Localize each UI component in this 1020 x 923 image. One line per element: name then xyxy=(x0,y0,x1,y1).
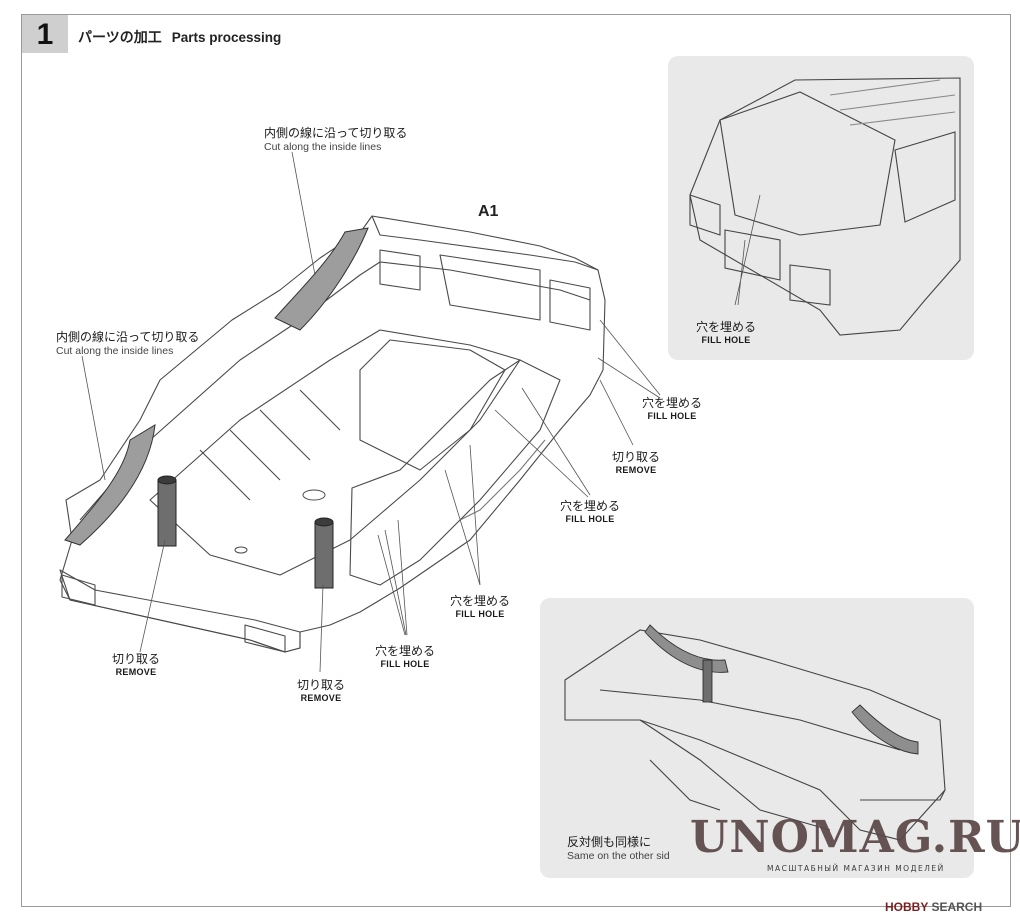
label-fill-inset-en: FILL HOLE xyxy=(701,335,751,345)
label-fill-right-jp: 穴を埋める xyxy=(642,396,703,410)
tail-lamp-right xyxy=(549,279,591,331)
label-remove-bottom-jp: 切り取る xyxy=(297,678,346,692)
step-number: 1 xyxy=(22,15,68,53)
label-fill-inset-jp: 穴を埋める xyxy=(696,320,757,334)
label-fill-inset: 穴を埋める FILL HOLE xyxy=(696,318,756,345)
section-title-jp: パーツの加工 xyxy=(78,30,162,46)
floor-ribs xyxy=(199,389,341,501)
label-fill-bottom-jp: 穴を埋める xyxy=(375,644,436,658)
source-text: SEARCH xyxy=(931,900,983,914)
part-id-label: A1 xyxy=(478,203,499,220)
inset-rear-view xyxy=(668,56,974,360)
leader-fill-right-2 xyxy=(597,357,661,399)
label-fill-mid-jp: 穴を埋める xyxy=(560,499,621,513)
rocker-panel xyxy=(349,359,561,586)
inset-other-side-body xyxy=(564,629,946,841)
floor-hole xyxy=(302,489,326,501)
label-same-other-side-jp: 反対側も同様に xyxy=(567,835,652,849)
label-fill-mid-en: FILL HOLE xyxy=(565,514,615,524)
label-fill-right-en: FILL HOLE xyxy=(647,411,697,421)
leader-remove-bottom xyxy=(319,584,324,673)
underbody-arc xyxy=(459,439,546,521)
headlight-right xyxy=(244,624,286,653)
front-bumper xyxy=(59,569,301,653)
label-fill-low-en: FILL HOLE xyxy=(455,609,505,619)
label-cut-left-en: Cut along the inside lines xyxy=(56,345,174,357)
section-title-en: Parts processing xyxy=(171,30,282,45)
label-remove-right-en: REMOVE xyxy=(615,465,657,475)
tail-lamp-left xyxy=(379,249,421,291)
leader-fill-mid xyxy=(494,387,591,498)
section-title: パーツの加工 Parts processing xyxy=(78,27,281,47)
watermark-main: UNOMAG.RU xyxy=(690,812,1020,863)
cut-arch-left xyxy=(64,424,156,546)
leader-fill-low xyxy=(444,444,481,586)
floor-panel xyxy=(149,329,521,576)
label-remove-left-en: REMOVE xyxy=(115,667,157,677)
rear-window-recess xyxy=(439,254,541,321)
inset-arch-rear xyxy=(851,704,919,755)
inset-post xyxy=(702,659,713,703)
label-same-other-side: 反対側も同様に Same on the other sid xyxy=(567,833,670,862)
remove-post-left xyxy=(157,475,177,547)
floor-hole-2 xyxy=(234,546,248,554)
body-rim-inner xyxy=(79,261,591,521)
label-cut-top-jp: 内側の線に沿って切り取る xyxy=(264,126,408,140)
label-cut-top: 内側の線に沿って切り取る Cut along the inside lines xyxy=(264,124,407,153)
inset-rear-car xyxy=(689,77,961,336)
hobby-logo: HOBBY xyxy=(885,900,929,914)
leader-fill-right xyxy=(599,319,661,396)
label-fill-low: 穴を埋める FILL HOLE xyxy=(450,592,510,619)
label-cut-top-en: Cut along the inside lines xyxy=(264,141,382,153)
rear-panel xyxy=(371,215,599,271)
label-fill-bottom-en: FILL HOLE xyxy=(380,659,430,669)
label-remove-right-jp: 切り取る xyxy=(612,450,661,464)
label-remove-left: 切り取る REMOVE xyxy=(112,650,160,677)
leader-remove-left xyxy=(139,539,166,653)
label-fill-right: 穴を埋める FILL HOLE xyxy=(642,394,702,421)
label-fill-mid: 穴を埋める FILL HOLE xyxy=(560,497,620,524)
inset-arch-front xyxy=(644,624,729,673)
label-cut-left-jp: 内側の線に沿って切り取る xyxy=(56,330,200,344)
label-same-other-side-en: Same on the other sid xyxy=(567,850,670,862)
headlight-left xyxy=(61,574,96,606)
leader-cut-top xyxy=(291,151,316,276)
remove-post-right xyxy=(314,517,334,589)
label-remove-left-jp: 切り取る xyxy=(112,652,161,666)
label-fill-low-jp: 穴を埋める xyxy=(450,594,511,608)
seat-well xyxy=(359,339,506,471)
page-frame xyxy=(21,14,1011,907)
leader-remove-right xyxy=(599,379,634,446)
label-remove-bottom: 切り取る REMOVE xyxy=(297,676,345,703)
label-fill-bottom: 穴を埋める FILL HOLE xyxy=(375,642,435,669)
leader-inset-fill xyxy=(734,194,761,306)
watermark-sub: МАСШТАБНЫЙ МАГАЗИН МОДЕЛЕЙ xyxy=(767,864,945,873)
leader-cut-left xyxy=(81,355,106,481)
source-credit: HOBBY SEARCH xyxy=(885,900,982,914)
label-remove-right: 切り取る REMOVE xyxy=(612,448,660,475)
cut-arch-top xyxy=(274,227,369,331)
leader-fill-bottom xyxy=(377,519,408,636)
label-cut-left: 内側の線に沿って切り取る Cut along the inside lines xyxy=(56,328,199,357)
label-remove-bottom-en: REMOVE xyxy=(300,693,342,703)
